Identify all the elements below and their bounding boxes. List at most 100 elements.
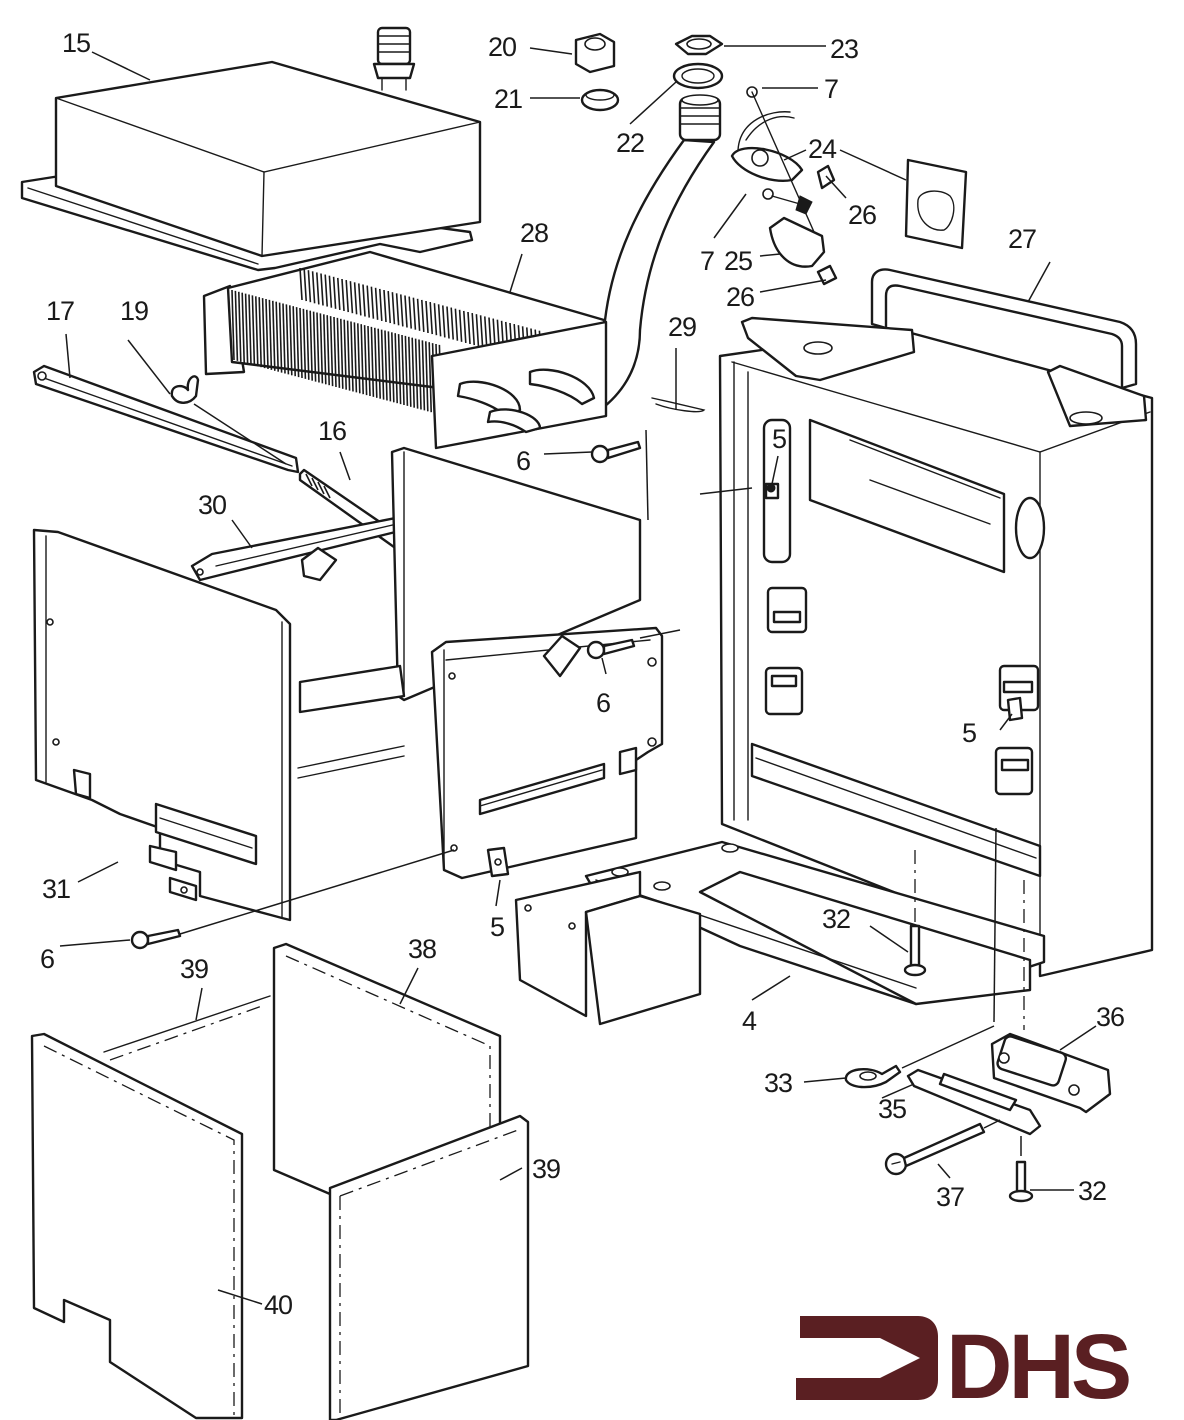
fin [450,307,454,340]
fin [428,342,432,413]
fin [337,277,341,310]
part-bracket-36 [990,1032,1112,1114]
fin [379,288,383,321]
fin [380,329,385,400]
part-support-rail [32,364,300,474]
callout-17: 17 [46,296,74,326]
fin [446,306,450,339]
fin [345,280,349,313]
fin [433,303,438,336]
fin [397,334,402,405]
callout-21: 21 [494,84,522,114]
callout-25: 25 [724,246,752,276]
part-wing-nut [170,375,200,404]
fin [475,314,480,347]
callout-24a: 24 [808,134,837,164]
fin [366,285,370,318]
fin [421,299,425,332]
fin [358,283,362,316]
fin [363,325,368,396]
fin [360,324,364,395]
fin [326,315,330,386]
fin [454,308,459,341]
part-olive-21 [580,88,620,112]
fin [299,307,303,379]
callout-36: 36 [1096,1002,1124,1032]
fin [231,289,235,361]
fin [367,325,371,397]
fin [282,303,286,374]
fin [292,306,296,377]
callout-7a: 7 [824,74,838,104]
callout-15: 15 [62,28,90,58]
part-cable-clamp [844,1064,902,1089]
part-gasket-sheet [904,158,968,250]
callout-31: 31 [42,874,70,904]
callout-30: 30 [198,490,226,520]
part-flow-pipe [558,94,722,412]
callout-35: 35 [878,1094,906,1124]
fin [425,341,429,412]
part-screw-6a [590,440,642,464]
fin [467,311,471,345]
callout-23: 23 [830,34,858,64]
fin [329,316,334,387]
callout-6c: 6 [40,944,54,974]
part-screw-32a [903,850,927,977]
fin [343,319,347,390]
callout-37: 37 [936,1182,964,1212]
callout-28: 28 [520,218,548,248]
part-thermostat-bracket [762,188,826,268]
callout-33: 33 [764,1068,792,1098]
callout-39b: 39 [532,1154,560,1184]
fin [272,300,276,371]
fin [437,304,442,337]
callout-32a: 32 [822,904,850,934]
fin [374,327,378,398]
fin [374,287,379,320]
part-plate-35 [906,1068,1042,1136]
fin [323,314,327,385]
fin [299,267,303,301]
fin [295,307,300,378]
callout-leaders [59,45,1097,1305]
fin [458,309,463,342]
fin [309,310,313,381]
fin [463,310,467,343]
fin [311,271,316,304]
fin [412,297,417,330]
fin [278,302,283,373]
fin [307,270,312,303]
fin [234,290,239,361]
callout-16: 16 [318,416,346,446]
fin [350,321,354,392]
part-long-screw [884,1119,1001,1176]
callout-labels: 15 20 21 23 22 7 24 26 7 25 26 28 27 17 … [40,28,1125,1320]
fin [408,296,412,329]
fin [265,298,269,370]
part-screw-32b [1008,1136,1034,1203]
fin [349,281,354,314]
fin [416,298,421,331]
fin [328,275,333,308]
fin [362,284,366,317]
fin [285,304,290,375]
fin [332,276,337,309]
part-pipe-stub [372,26,416,91]
fin [306,309,310,380]
callout-19: 19 [120,296,148,326]
callout-32b: 32 [1078,1176,1106,1206]
fin [394,333,398,404]
fin [387,291,391,324]
callout-5c: 5 [490,912,504,942]
fin [387,331,392,402]
part-insulation-front [30,1032,244,1420]
part-heat-exchanger [202,250,608,450]
fin [370,286,375,319]
fin [258,297,262,368]
dhs-logo: DHS [796,1316,1133,1418]
callout-5a: 5 [772,424,786,454]
part-inner-side-panel [430,626,664,880]
fin [391,332,395,403]
fin [261,298,266,369]
